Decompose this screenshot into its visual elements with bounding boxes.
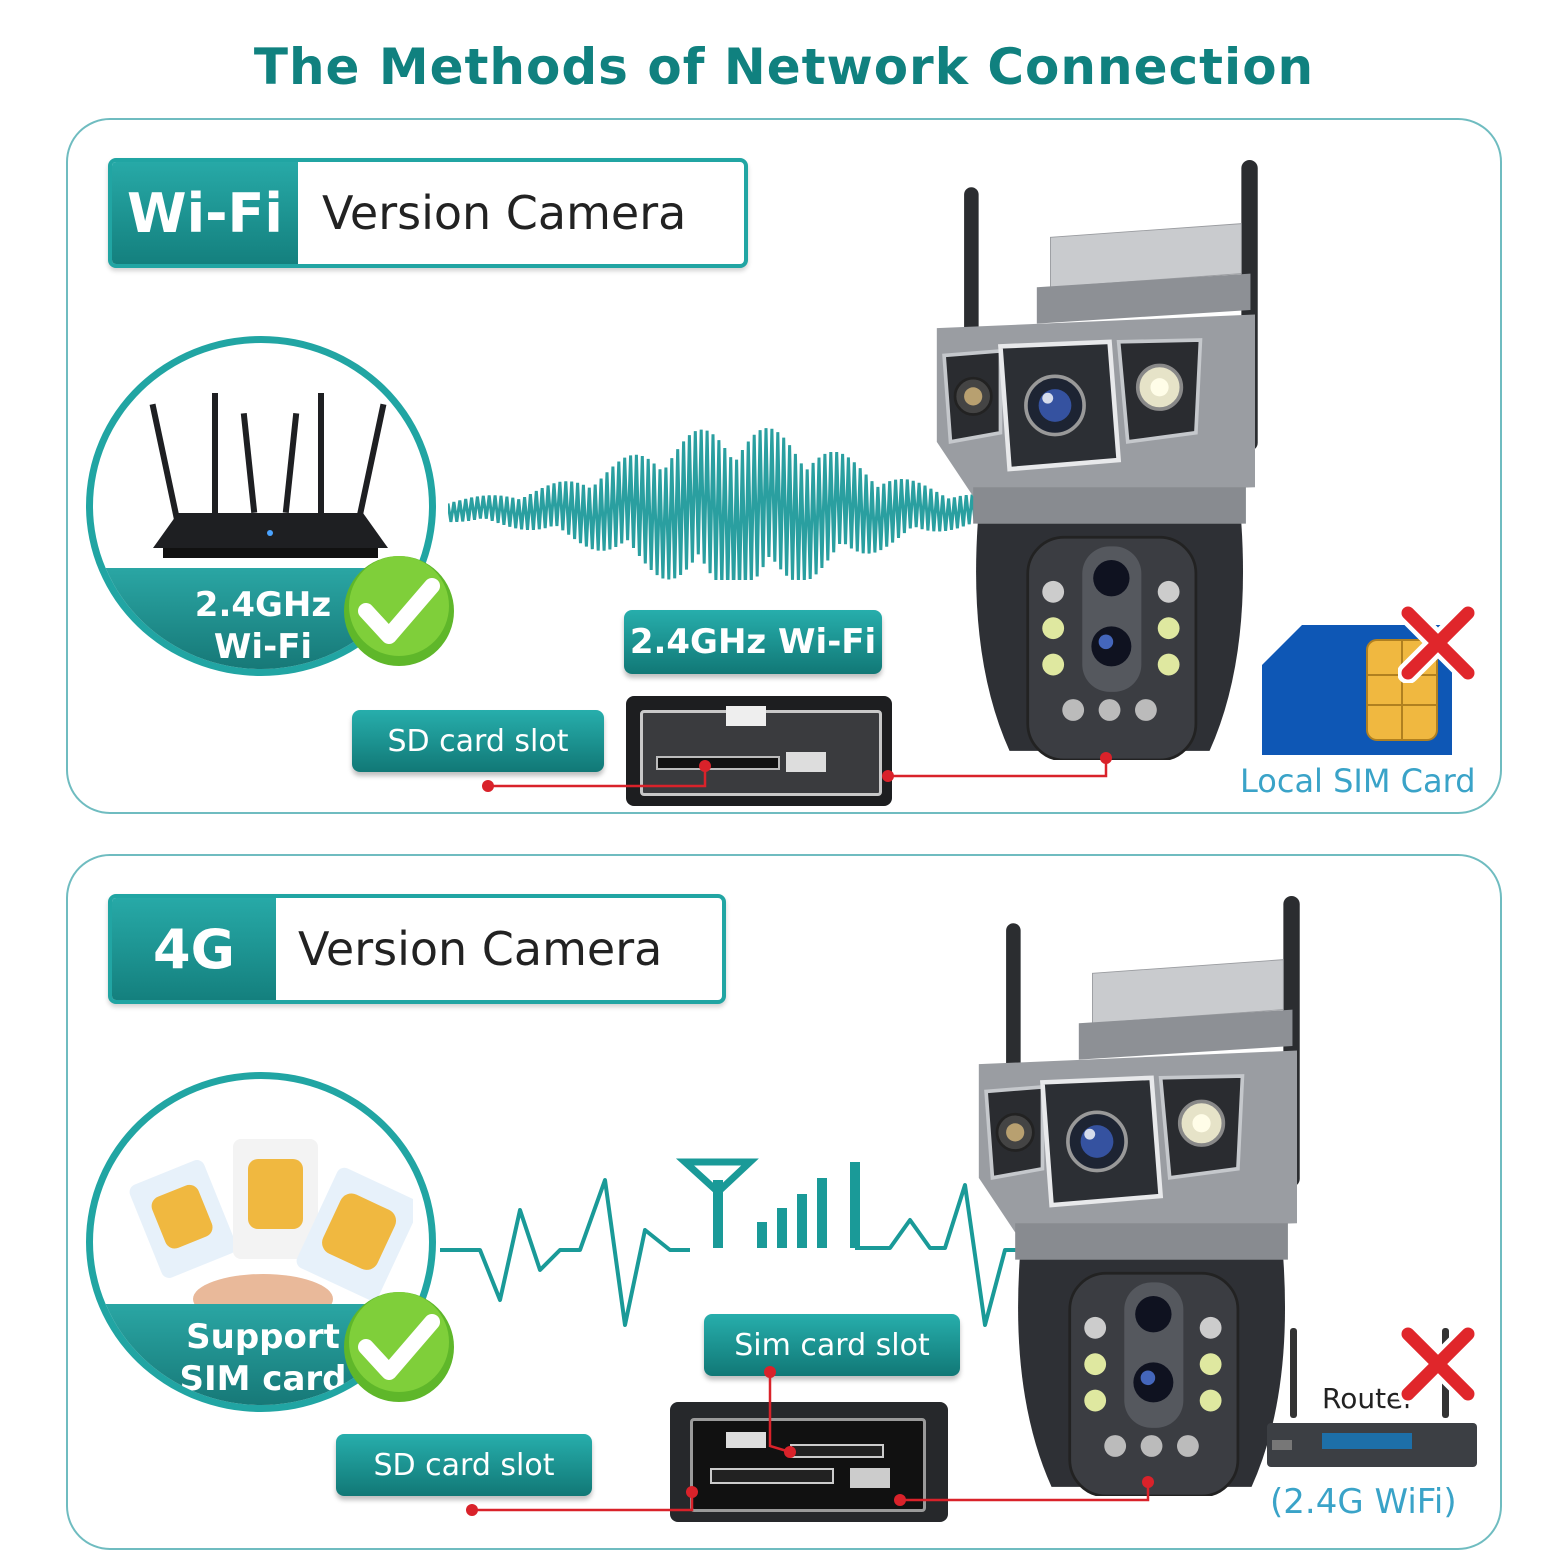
router-icon [149,393,388,558]
not-supported-cross-icon [1398,603,1478,683]
sim-card-slot-label: Sim card slot [704,1314,960,1376]
4g-slot-photo [670,1402,948,1522]
check-icon [344,556,460,672]
4g-version-header: 4G Version Camera [108,894,726,1004]
wifi-camera-image [920,160,1290,760]
wifi-version-label: Version Camera [322,186,687,240]
wifi-band-badge: 2.4GHz Wi-Fi [624,610,882,674]
wifi-signal-wave [448,428,978,580]
sim-cards-in-hand-icon [129,1139,413,1319]
wifi-version-header: Wi-Fi Version Camera [108,158,748,268]
wifi-circle-label-1: 2.4GHz [194,585,332,625]
not-supported-cross-icon [1398,1324,1478,1404]
wifi-circle-label-2: Wi-Fi [213,627,313,667]
4g-circle-label-2: SIM card [179,1359,347,1399]
4g-sd-card-slot-label: SD card slot [336,1434,592,1496]
4g-circle-label-1: Support [186,1317,340,1357]
router-small-icon [1267,1328,1477,1467]
wifi-sd-card-slot-label: SD card slot [352,710,604,772]
router-circle: 2.4GHz Wi-Fi [86,336,436,676]
local-sim-card-label: Local SIM Card [1240,762,1476,800]
4g-signal-line [440,1158,1020,1327]
page-title: The Methods of Network Connection [253,38,1315,96]
wifi-slot-photo [626,696,892,806]
4g-tag: 4G [112,898,276,1000]
router-wifi-note: (2.4G WiFi) [1270,1482,1457,1522]
4g-version-label: Version Camera [298,922,663,976]
wifi-tag: Wi-Fi [112,162,298,264]
